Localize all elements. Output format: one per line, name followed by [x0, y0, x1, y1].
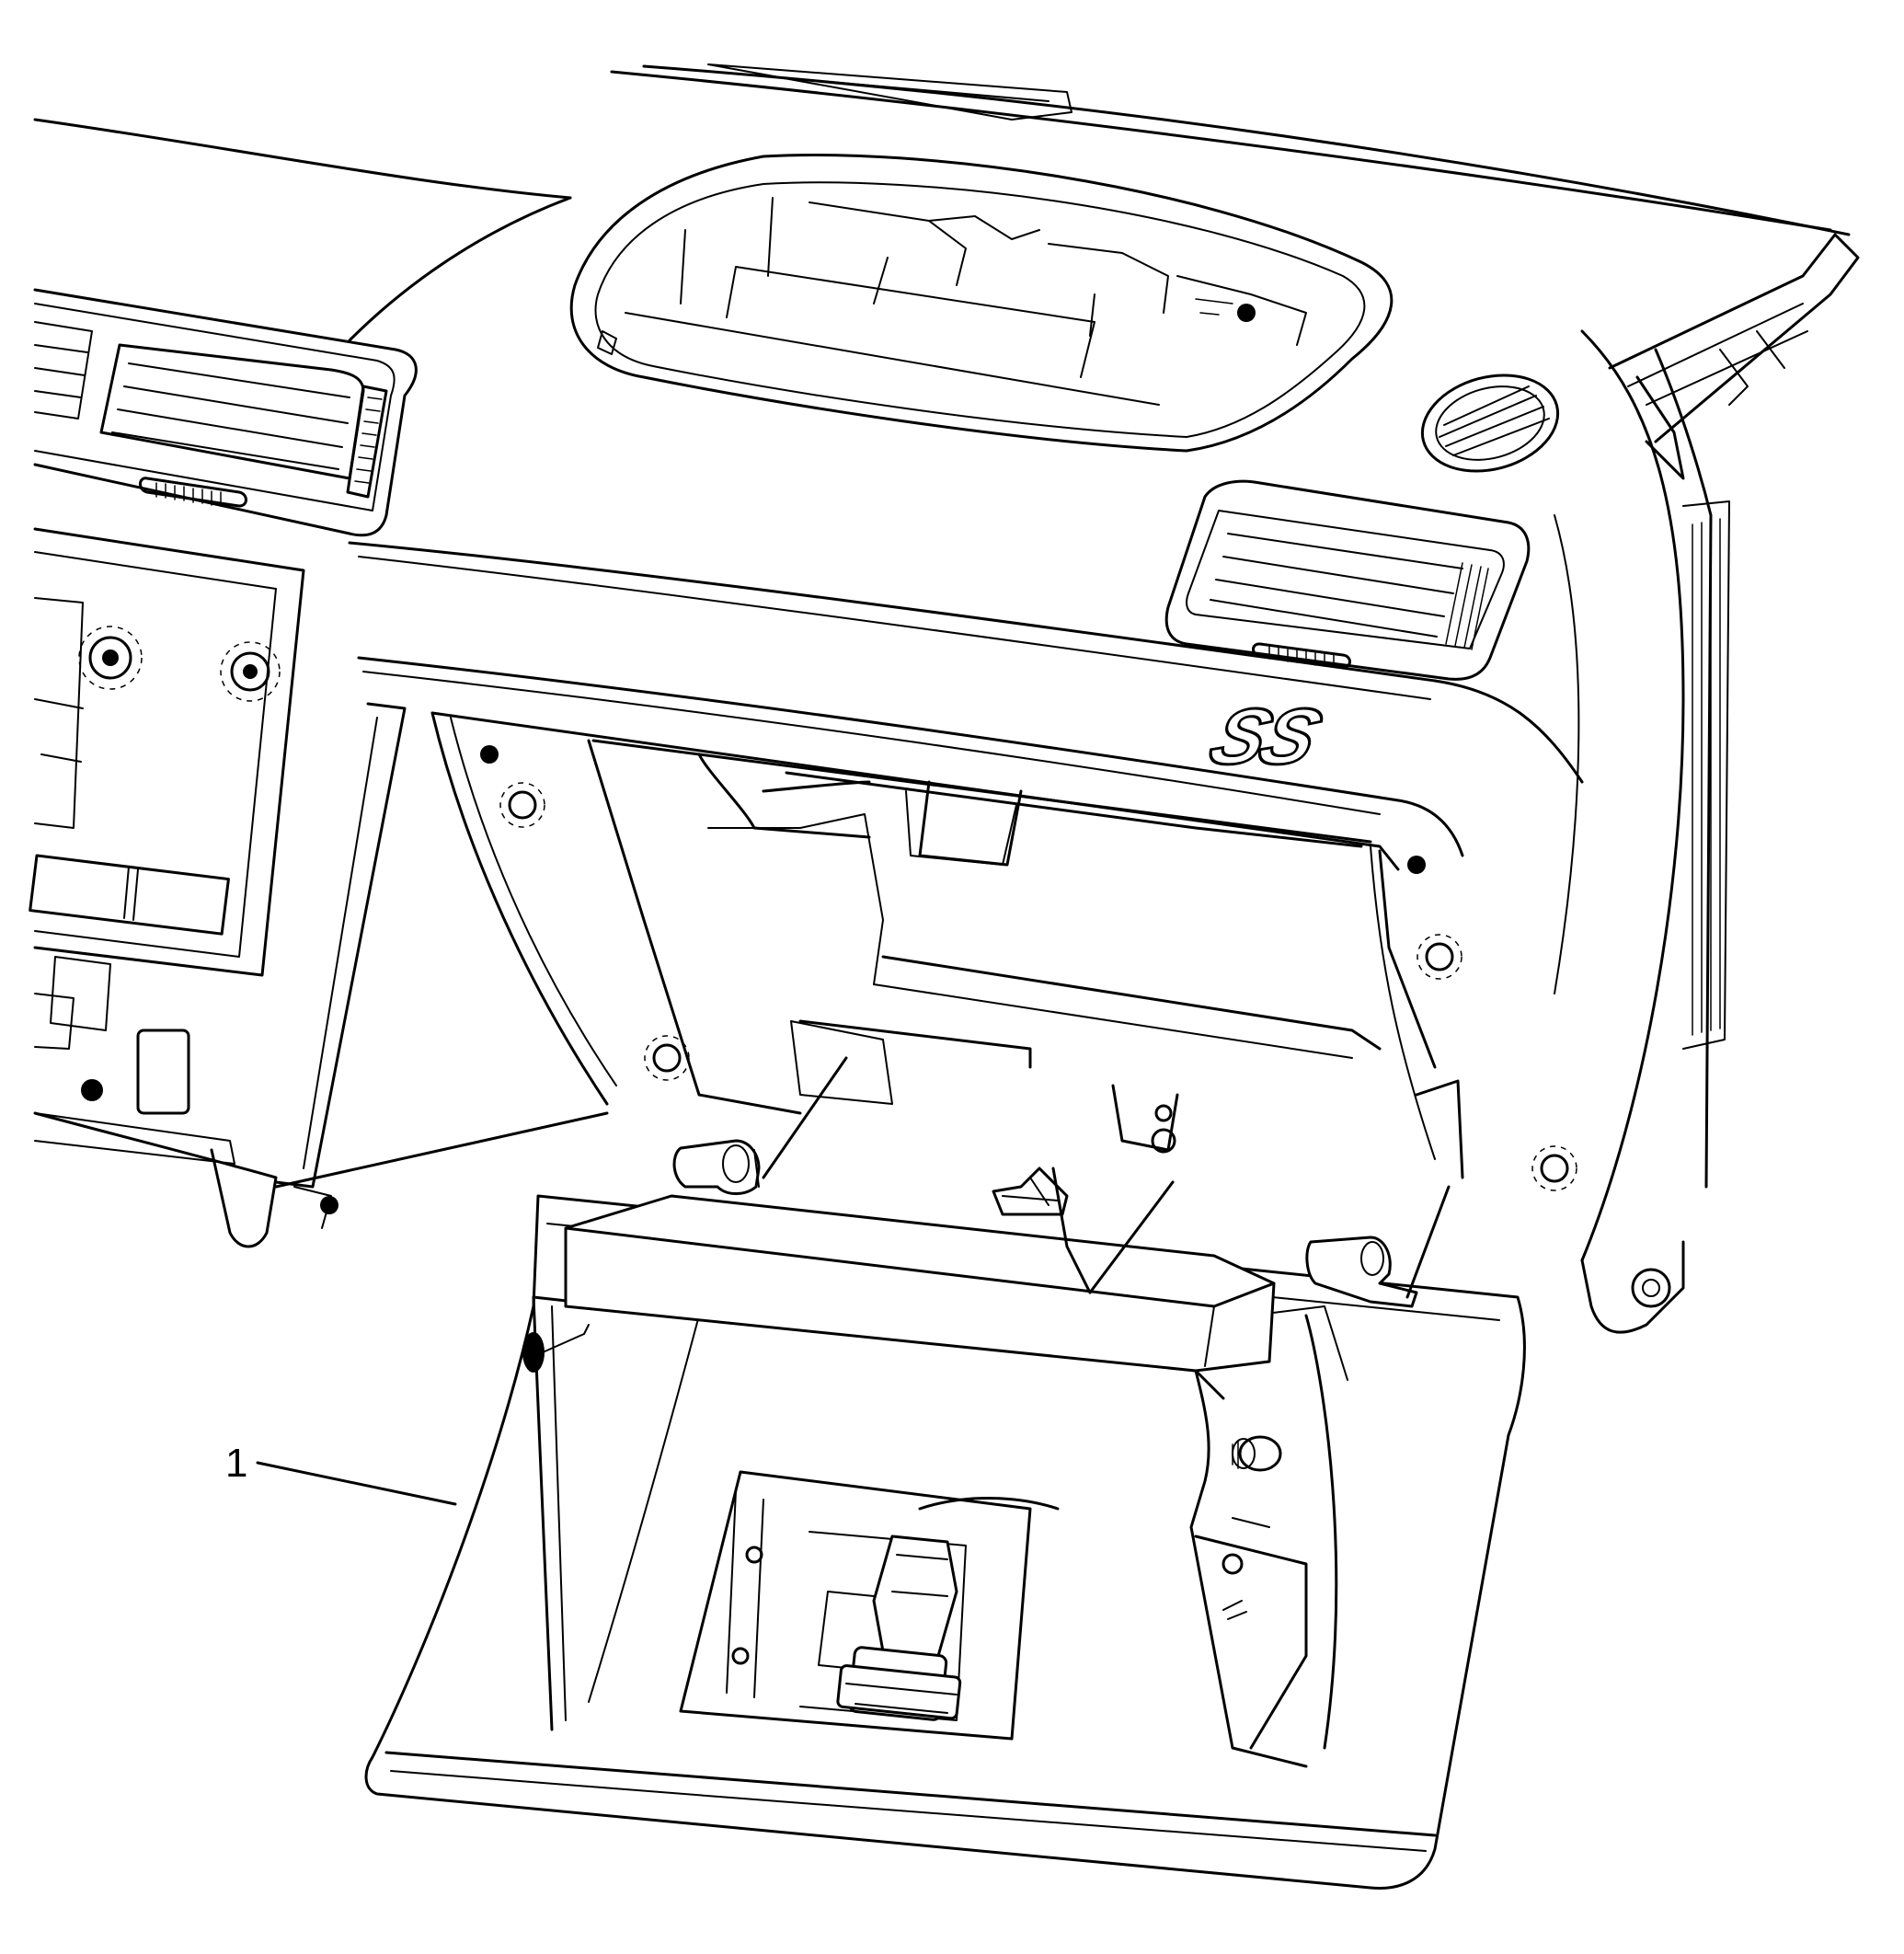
- side-mounting-bracket: [1608, 233, 1860, 480]
- callout-1-leader: [256, 1461, 457, 1506]
- callout-1-label: 1: [225, 1441, 247, 1486]
- callout-1: 1: [225, 1441, 457, 1506]
- center-stack-bezel: [29, 527, 305, 1165]
- side-round-air-vent: [1420, 374, 1560, 473]
- dash-top-surface: [33, 63, 1851, 342]
- upper-dash-opening: [569, 154, 1394, 453]
- glove-box-door: [364, 1139, 1526, 1890]
- alignment-leader-lines: [762, 1056, 1451, 1299]
- instrument-panel-body: [274, 329, 1730, 1262]
- glove-box-opening: [430, 711, 1685, 1334]
- center-air-vent: [33, 288, 418, 537]
- passenger-air-vent: [1164, 479, 1531, 681]
- ss-emblem: SS: [1198, 691, 1334, 782]
- ss-emblem-text: SS: [1199, 693, 1332, 781]
- lower-panel: [33, 1111, 609, 1248]
